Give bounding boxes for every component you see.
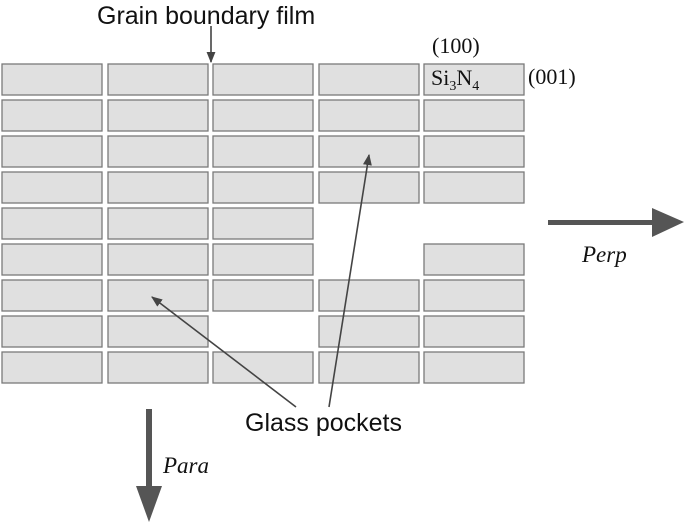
grain-r1-c4 (318, 63, 420, 96)
grain-r2-c2 (107, 99, 209, 132)
grain-r2-c5 (423, 99, 525, 132)
grain-r3-c2 (107, 135, 209, 168)
grain-r3-c1 (1, 135, 103, 168)
grain-r7-c2 (107, 279, 209, 312)
grain-r4-c5 (423, 171, 525, 204)
glass-pockets-label: Glass pockets (245, 409, 402, 437)
perp-label: Perp (581, 242, 627, 267)
glass-pocket-pointer-right (328, 153, 372, 408)
grain-r9-c5 (423, 351, 525, 384)
grain-r5-c1 (1, 207, 103, 240)
grain-r8-c1 (1, 315, 103, 348)
n-subscript: 4 (472, 79, 479, 94)
grain-r9-c2 (107, 351, 209, 384)
grain-array (1, 63, 525, 384)
grain-r2-c1 (1, 99, 103, 132)
grain-r1-c5 (423, 63, 525, 96)
grain-r3-c4 (318, 135, 420, 168)
grain-r4-c3 (212, 171, 314, 204)
plane-100-label: (100) (432, 33, 480, 58)
glass-pocket-pointer-left (151, 296, 297, 408)
grain-r8-c4 (318, 315, 420, 348)
grain-boundary-film-label: Grain boundary film (97, 2, 315, 30)
si-symbol: Si (431, 65, 449, 90)
grain-r6-c5 (423, 243, 525, 276)
grain-r8-c2 (107, 315, 209, 348)
grain-r7-c3 (212, 279, 314, 312)
grain-r5-c2 (107, 207, 209, 240)
n-symbol: N (456, 65, 472, 90)
plane-001-label: (001) (528, 64, 576, 89)
grain-r2-c3 (212, 99, 314, 132)
para-label: Para (162, 453, 209, 478)
grain-r4-c1 (1, 171, 103, 204)
grain-r1-c3 (212, 63, 314, 96)
si3n4-label: Si3N4 (431, 65, 479, 94)
grain-r7-c4 (318, 279, 420, 312)
grain-r5-c3 (212, 207, 314, 240)
grain-r7-c1 (1, 279, 103, 312)
grain-r4-c2 (107, 171, 209, 204)
grain-r6-c2 (107, 243, 209, 276)
grain-r3-c5 (423, 135, 525, 168)
grain-r1-c1 (1, 63, 103, 96)
para-arrow (136, 409, 162, 522)
grain-r6-c3 (212, 243, 314, 276)
grain-r8-c5 (423, 315, 525, 348)
grain-r9-c1 (1, 351, 103, 384)
grain-r7-c5 (423, 279, 525, 312)
grain-r6-c1 (1, 243, 103, 276)
grain-r2-c4 (318, 99, 420, 132)
si-subscript: 3 (449, 79, 456, 94)
perp-arrow (548, 208, 684, 237)
grain-r9-c3 (212, 351, 314, 384)
grain-r4-c4 (318, 171, 420, 204)
grain-r3-c3 (212, 135, 314, 168)
grain-r1-c2 (107, 63, 209, 96)
